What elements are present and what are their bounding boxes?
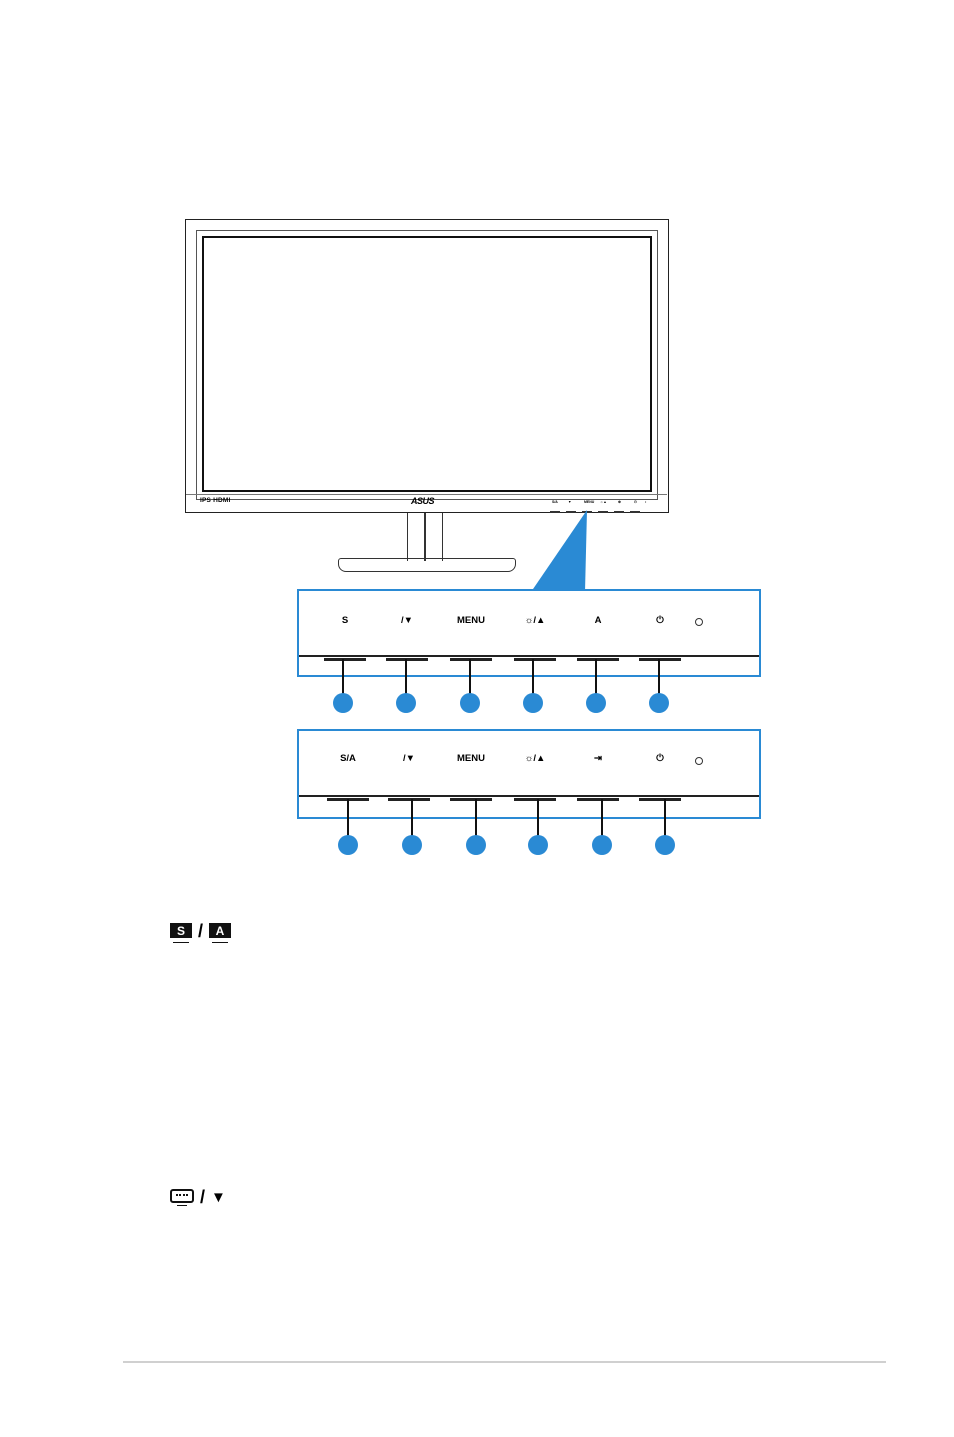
callout-dot <box>333 693 353 713</box>
callout-dot <box>655 835 675 855</box>
button-label-up: ☼/▲ <box>525 753 546 764</box>
callout-dot <box>338 835 358 855</box>
callout-dot <box>460 693 480 713</box>
callout-wedge <box>525 510 595 592</box>
panel-key <box>386 658 428 661</box>
bezel-divider <box>186 494 667 495</box>
callout-dot <box>586 693 606 713</box>
monitor-front-view: IPS HDMI ASUS S/A ▼ MENU ☼▲ ⊕ ⏻ • <box>185 219 669 513</box>
tiny-button-label: ⏻ <box>634 500 637 504</box>
callout-dot <box>523 693 543 713</box>
tiny-key <box>614 511 624 513</box>
tiny-button-label: MENU <box>584 500 594 504</box>
separator: / <box>200 1189 205 1206</box>
button-panel-top: S /▼ MENU ☼/▲ A ⏻ <box>297 589 761 677</box>
panel-key <box>324 658 366 661</box>
button-label-down: /▼ <box>401 615 413 626</box>
button-label-power: ⏻ <box>656 753 664 764</box>
panel-edge-line <box>299 655 759 657</box>
panel-key <box>577 798 619 801</box>
button-label-auto: A <box>595 615 602 626</box>
panel-key <box>450 798 492 801</box>
button-label-input: ⇥ <box>594 753 602 764</box>
monitor-screen <box>202 236 652 492</box>
tiny-key <box>598 511 608 513</box>
panel-key <box>450 658 492 661</box>
button-label-splendid: S <box>342 615 348 626</box>
callout-dot <box>528 835 548 855</box>
panel-key <box>639 798 681 801</box>
power-indicator-icon <box>695 618 703 626</box>
asus-logo: ASUS <box>411 496 434 506</box>
tiny-button-label: S/A <box>552 500 558 504</box>
splendid-icon: S <box>170 923 192 938</box>
power-indicator-icon <box>695 757 703 765</box>
callout-dot <box>592 835 612 855</box>
legend-icon-splendid-auto: S / A <box>170 923 231 940</box>
button-label-menu: MENU <box>457 753 485 764</box>
button-label-menu: MENU <box>457 615 485 626</box>
auto-adjust-icon: A <box>209 923 231 938</box>
monitor-stand-base <box>338 558 516 572</box>
down-arrow-icon: ▼ <box>211 1189 226 1206</box>
button-label-power: ⏻ <box>656 615 664 626</box>
tiny-button-label: ⊕ <box>618 500 621 504</box>
callout-dot <box>396 693 416 713</box>
stand-center-line <box>424 513 426 561</box>
separator: / <box>198 923 203 940</box>
callout-dot <box>649 693 669 713</box>
legend-icon-osd-down: / ▼ <box>170 1189 226 1206</box>
callout-dot <box>402 835 422 855</box>
panel-key <box>577 658 619 661</box>
panel-key <box>514 798 556 801</box>
tiny-button-label: • <box>645 500 646 504</box>
footer-rule <box>123 1361 886 1363</box>
button-label-splendid-auto: S/A <box>340 753 356 764</box>
callout-dot <box>466 835 486 855</box>
panel-key <box>514 658 556 661</box>
tiny-button-label: ☼▲ <box>600 500 607 504</box>
panel-key <box>639 658 681 661</box>
tiny-button-label: ▼ <box>568 500 571 504</box>
osd-menu-icon <box>170 1189 194 1203</box>
ips-hdmi-label: IPS HDMI <box>200 497 231 504</box>
button-label-up: ☼/▲ <box>525 615 546 626</box>
tiny-key <box>630 511 640 513</box>
panel-key <box>388 798 430 801</box>
button-panel-bottom: S/A /▼ MENU ☼/▲ ⇥ ⏻ <box>297 729 761 819</box>
panel-edge-line <box>299 795 759 797</box>
button-label-down: /▼ <box>403 753 415 764</box>
